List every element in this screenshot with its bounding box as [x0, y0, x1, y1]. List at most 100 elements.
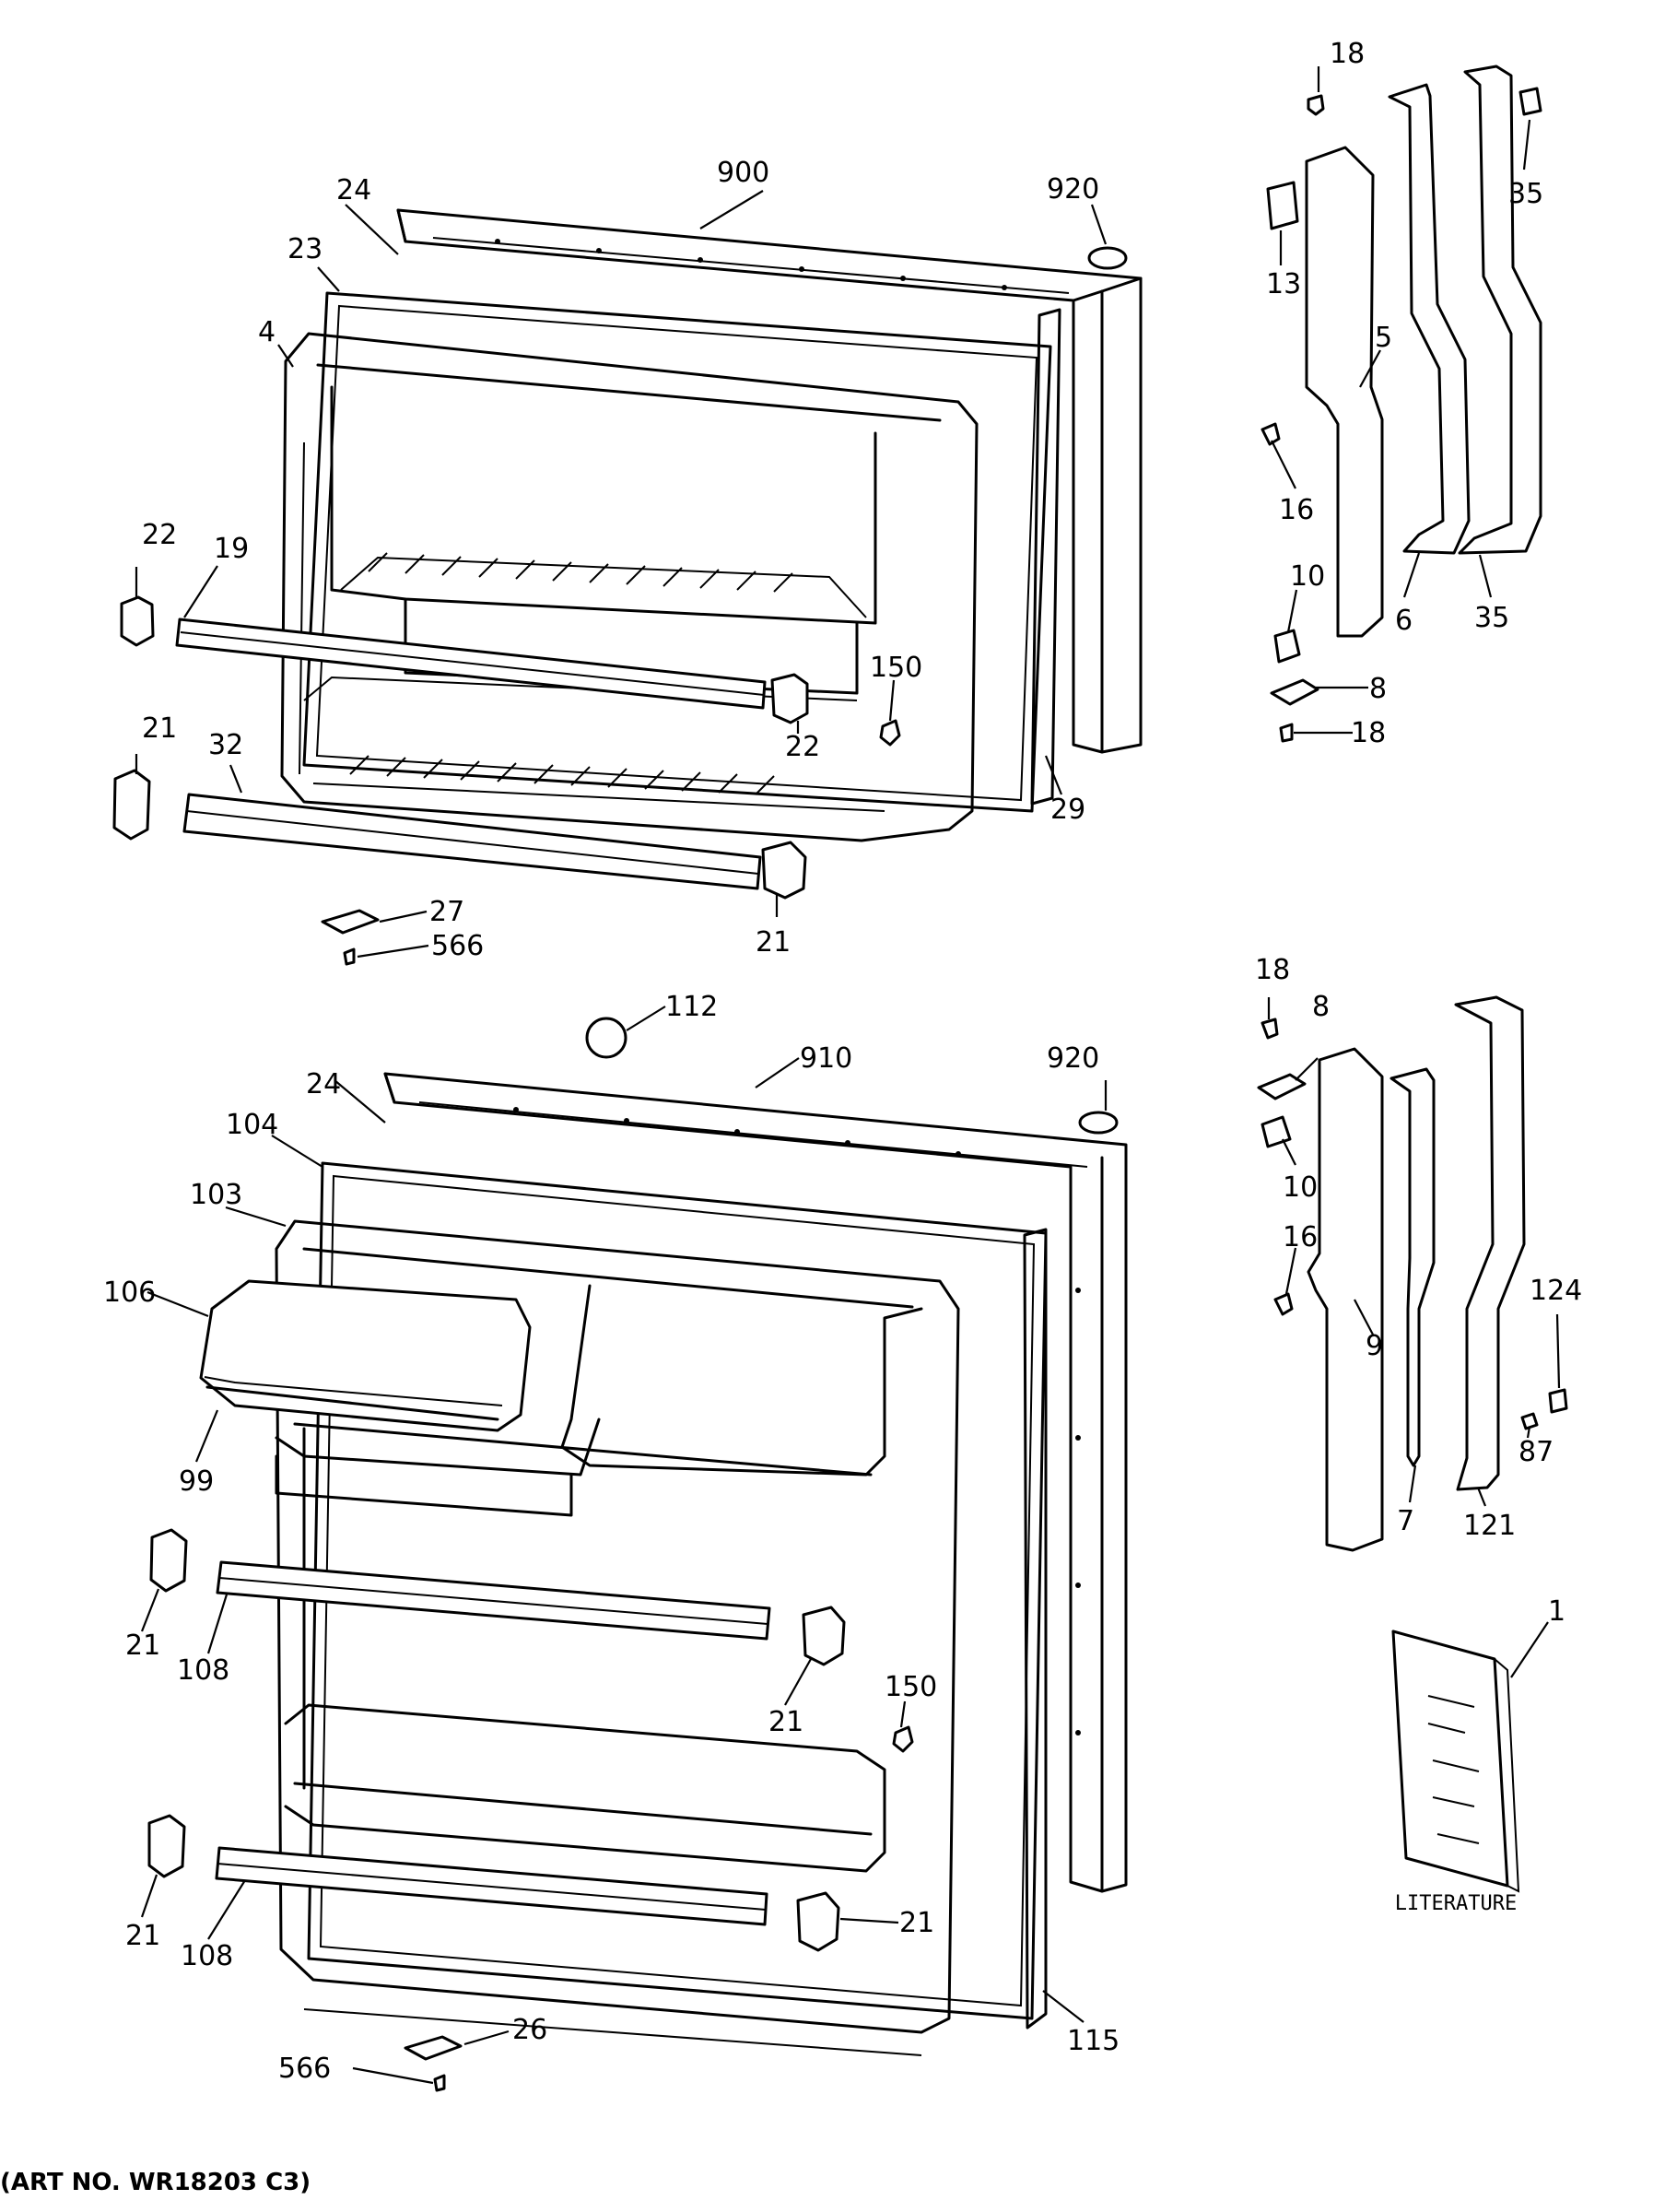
callout-screw-566: 566 — [431, 930, 484, 962]
callout-screw-16: 16 — [1279, 494, 1314, 526]
screw-18-top — [1307, 94, 1325, 116]
hinge-9 — [1307, 1047, 1384, 1552]
screw-16-lower — [1273, 1292, 1294, 1316]
end-cap-22-left — [120, 595, 155, 647]
callout-end-cap-21: 21 — [142, 712, 177, 745]
callout-shelf-19: 19 — [214, 533, 249, 565]
callout-shelf-108-upper: 108 — [177, 1654, 229, 1687]
screw-18-lower — [1260, 1018, 1279, 1040]
callout-screw-566-lower: 566 — [278, 2053, 331, 2085]
literature-label: LITERATURE — [1395, 1892, 1517, 1915]
fresh-food-shelf-bar-lower — [215, 1846, 768, 1926]
end-cap-21-lower-2 — [802, 1606, 846, 1666]
callout-end-cap-22-right: 22 — [785, 731, 820, 763]
door-stop-27 — [321, 909, 380, 935]
end-cap-21-lower-3 — [147, 1814, 186, 1878]
literature-booklet — [1391, 1630, 1520, 1893]
callout-end-cap-21-lower-3: 21 — [125, 1920, 160, 1952]
callout-screw-18-bottom: 18 — [1351, 717, 1386, 749]
screw-566-upper — [343, 947, 356, 966]
callout-stop-27: 27 — [429, 896, 464, 928]
screw-150-lower — [892, 1725, 914, 1753]
end-cap-21-lower-4 — [796, 1891, 840, 1952]
leader-lines — [135, 66, 1561, 2085]
callout-end-cap-21-lower-1: 21 — [125, 1630, 160, 1662]
callout-outer-door-910: 910 — [800, 1042, 852, 1075]
callout-literature-1: 1 — [1548, 1595, 1565, 1628]
end-cap-21-lower-1 — [149, 1528, 188, 1593]
callout-hinge-9: 9 — [1366, 1330, 1383, 1362]
freezer-side-seal — [1030, 308, 1061, 806]
fresh-food-outer-door — [383, 1072, 1128, 1893]
callout-plug-112: 112 — [665, 991, 718, 1023]
bracket-121 — [1454, 995, 1526, 1491]
callout-seal-115: 115 — [1067, 2025, 1120, 2057]
cap-35-top — [1518, 87, 1542, 116]
nut-87 — [1520, 1412, 1539, 1430]
hinge-5 — [1305, 146, 1384, 638]
callout-hinge-pin-99: 99 — [179, 1465, 214, 1498]
bracket-35 — [1458, 65, 1542, 555]
callout-liner-103: 103 — [190, 1179, 242, 1211]
screw-566-lower — [433, 2074, 446, 2092]
callout-plug-920: 920 — [1047, 173, 1099, 206]
plate-8-lower — [1257, 1073, 1307, 1100]
callout-clip-124: 124 — [1530, 1275, 1582, 1307]
callout-screw-16-lower: 16 — [1283, 1221, 1318, 1253]
callout-bracket-6: 6 — [1395, 605, 1413, 637]
callout-screw-18-lower: 18 — [1255, 954, 1290, 986]
callout-plate-8-lower: 8 — [1312, 991, 1330, 1023]
art-number-caption: (ART NO. WR18203 C3) — [0, 2169, 311, 2196]
cover-10-lower — [1260, 1115, 1292, 1148]
callout-cap-13: 13 — [1266, 268, 1301, 300]
freezer-door-liner — [280, 332, 979, 842]
callout-end-cap-21-lower-4: 21 — [899, 1907, 934, 1939]
plug-112 — [585, 1017, 627, 1059]
end-cap-22-right — [770, 673, 809, 724]
callout-liner-4: 4 — [258, 316, 276, 348]
lower-callouts: 18 8 112 910 920 24 104 10 103 16 106 9 … — [103, 954, 1582, 2085]
freezer-shelf-bar — [175, 618, 767, 710]
screw-18-bottom — [1279, 723, 1294, 743]
callout-screw-150-lower: 150 — [885, 1671, 937, 1703]
cap-13 — [1266, 181, 1299, 230]
callout-cover-10: 10 — [1290, 560, 1325, 593]
clip-124 — [1548, 1388, 1568, 1414]
callout-24: 24 — [336, 174, 371, 206]
callout-end-cap-21-right: 21 — [756, 926, 791, 959]
callout-dairy-door-106: 106 — [103, 1277, 156, 1309]
fresh-food-gasket — [307, 1161, 1048, 2020]
callout-outer-door-900: 900 — [717, 157, 769, 189]
callout-seal-29: 29 — [1050, 794, 1085, 826]
plate-8-upper — [1270, 678, 1319, 706]
callout-plate-8: 8 — [1369, 673, 1387, 705]
end-cap-21-right — [761, 841, 807, 900]
callout-nut-87: 87 — [1518, 1436, 1554, 1468]
fresh-food-door-assembly — [147, 1017, 1128, 2092]
fresh-food-side-seal — [1023, 1228, 1048, 2030]
callout-shelf-108-lower: 108 — [181, 1940, 233, 1972]
bracket-7 — [1389, 1067, 1436, 1467]
screw-16-upper — [1260, 422, 1281, 446]
callout-screw-150: 150 — [870, 652, 922, 684]
freezer-outer-door — [396, 208, 1143, 754]
callout-end-cap-21-lower-2: 21 — [768, 1706, 803, 1738]
screw-150-upper — [879, 719, 901, 747]
freezer-gasket — [302, 291, 1052, 813]
callout-bracket-7: 7 — [1397, 1505, 1414, 1537]
callout-35-top: 35 — [1508, 178, 1543, 210]
callout-bracket-121: 121 — [1463, 1510, 1516, 1542]
dairy-compartment-door — [199, 1279, 532, 1432]
door-stop-26 — [404, 2035, 463, 2061]
cover-10-upper — [1273, 629, 1301, 664]
bracket-6 — [1388, 83, 1471, 555]
callout-plug-920-lower: 920 — [1047, 1042, 1099, 1075]
freezer-shelf-bar-lower — [182, 793, 762, 890]
freezer-door-assembly — [112, 208, 1143, 966]
callout-bracket-35: 35 — [1474, 602, 1509, 634]
fresh-food-shelf-bar-upper — [216, 1560, 771, 1641]
upper-callouts: 18 900 920 24 35 23 13 4 5 16 22 19 10 6… — [142, 38, 1543, 962]
callout-stop-26: 26 — [512, 2014, 547, 2046]
lower-hinge-hardware — [1257, 995, 1568, 1552]
